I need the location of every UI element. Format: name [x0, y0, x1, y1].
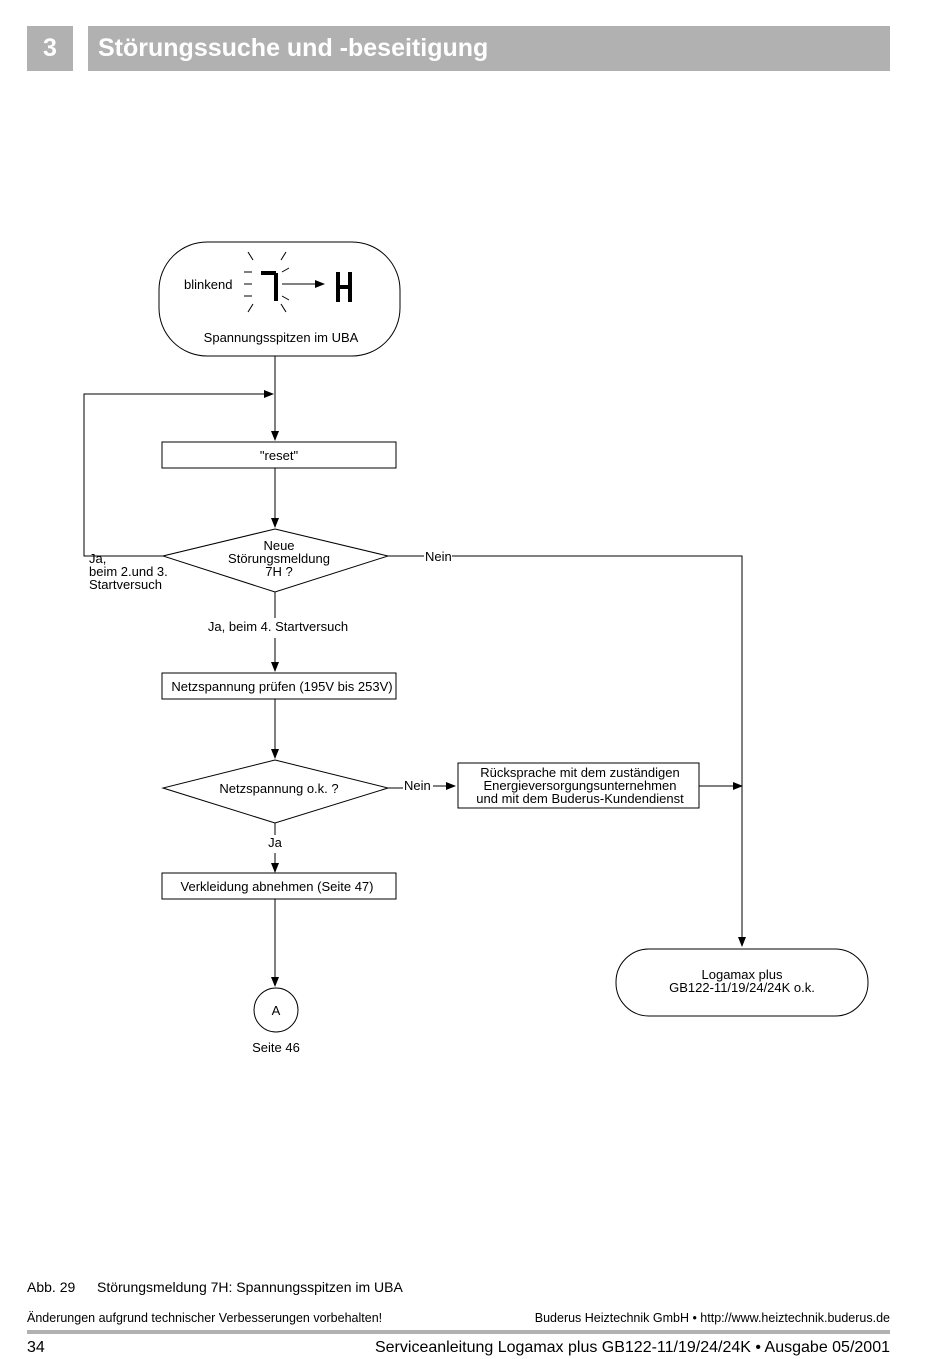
contact-box-line2: Energieversorgungsunternehmen: [484, 778, 677, 793]
decision-1-yes-label-2: beim 2.und 3.: [89, 564, 168, 579]
reset-box-label: "reset": [260, 448, 299, 463]
footer-company: Buderus Heiztechnik GmbH • http://www.he…: [534, 1311, 890, 1325]
page-connector-letter: A: [272, 1003, 281, 1018]
contact-box-line3: und mit dem Buderus-Kundendienst: [476, 791, 684, 806]
blink-rays-icon: [244, 251, 290, 313]
seven-segment-h-icon: [336, 272, 352, 302]
start-terminal: [158, 241, 401, 357]
loop-back-line: [83, 390, 274, 557]
decision-1-line1: Neue: [263, 538, 294, 553]
document-title: Serviceanleitung Logamax plus GB122-11/1…: [374, 1339, 890, 1356]
decision-1-line3: 7H ?: [265, 564, 292, 579]
page-connector-circle: [253, 987, 299, 1033]
decision-1-bottom-label: Ja, beim 4. Startversuch: [208, 619, 348, 634]
contact-box-line1: Rücksprache mit dem zuständigen: [480, 765, 679, 780]
decision-1-no-label: Nein: [425, 549, 452, 564]
decision-2-yes-label: Ja: [268, 835, 283, 850]
end-terminal-line1: Logamax plus: [702, 967, 783, 982]
remove-cover-label: Verkleidung abnehmen (Seite 47): [181, 879, 374, 894]
footer-notice: Änderungen aufgrund technischer Verbesse…: [27, 1311, 383, 1325]
figure-caption-text: Störungsmeldung 7H: Spannungsspitzen im …: [97, 1279, 403, 1295]
check-voltage-label: Netzspannung prüfen (195V bis 253V): [171, 679, 392, 694]
decision-1-no-line: [452, 555, 746, 947]
figure-caption: Abb. 29 Störungsmeldung 7H: Spannungsspit…: [27, 1279, 403, 1295]
footer-rule: [27, 1330, 890, 1334]
end-terminal: [615, 948, 869, 1017]
figure-number: Abb. 29: [27, 1279, 76, 1295]
chapter-number: 3: [27, 26, 73, 71]
decision-1-yes-label-1: Ja,: [89, 551, 106, 566]
page-connector-ref: Seite 46: [252, 1040, 300, 1055]
reset-box: [161, 441, 397, 469]
decision-2-no-label: Nein: [404, 778, 431, 793]
start-terminal-label: Spannungsspitzen im UBA: [204, 330, 359, 345]
blink-label: blinkend: [184, 277, 232, 292]
decision-1-line2: Störungsmeldung: [228, 551, 330, 566]
decision-2-label: Netzspannung o.k. ?: [219, 781, 338, 796]
chapter-title: Störungssuche und -beseitigung: [88, 26, 890, 71]
end-terminal-line2: GB122-11/19/24/24K o.k.: [669, 980, 815, 995]
flowchart: blinkend Spannungsspitzen im UBA "reset"…: [83, 241, 869, 1055]
decision-1-yes-label-3: Startversuch: [89, 577, 162, 592]
seven-segment-7-icon: [261, 271, 278, 301]
check-voltage-box: [161, 672, 397, 700]
page-number: 34: [27, 1339, 45, 1356]
remove-cover-box: [161, 872, 397, 900]
